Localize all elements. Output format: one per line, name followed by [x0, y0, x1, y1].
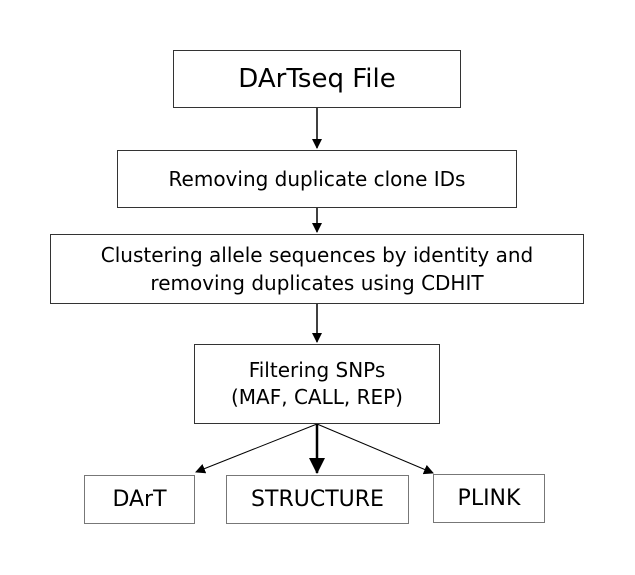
source-node: DArTseq File — [173, 50, 461, 108]
filter-node: Filtering SNPs (MAF, CALL, REP) — [194, 344, 440, 424]
dart-output-label: DArT — [112, 487, 167, 512]
dart-output-node: DArT — [84, 475, 195, 524]
dedup-clones-node-label: Removing duplicate clone IDs — [168, 167, 466, 191]
dedup-clones-node: Removing duplicate clone IDs — [117, 150, 517, 208]
plink-output-node: PLINK — [433, 474, 545, 523]
structure-output-label: STRUCTURE — [251, 487, 384, 512]
source-node-label: DArTseq File — [238, 64, 396, 94]
arrow-filter-to-plink — [316, 423, 434, 475]
arrow-filter-to-dart — [195, 423, 318, 474]
cluster-node: Clustering allele sequences by identity … — [50, 234, 584, 304]
cluster-node-label: Clustering allele sequences by identity … — [100, 243, 534, 295]
plink-output-label: PLINK — [457, 486, 521, 511]
structure-output-node: STRUCTURE — [226, 475, 409, 524]
filter-node-label: Filtering SNPs (MAF, CALL, REP) — [230, 358, 403, 409]
